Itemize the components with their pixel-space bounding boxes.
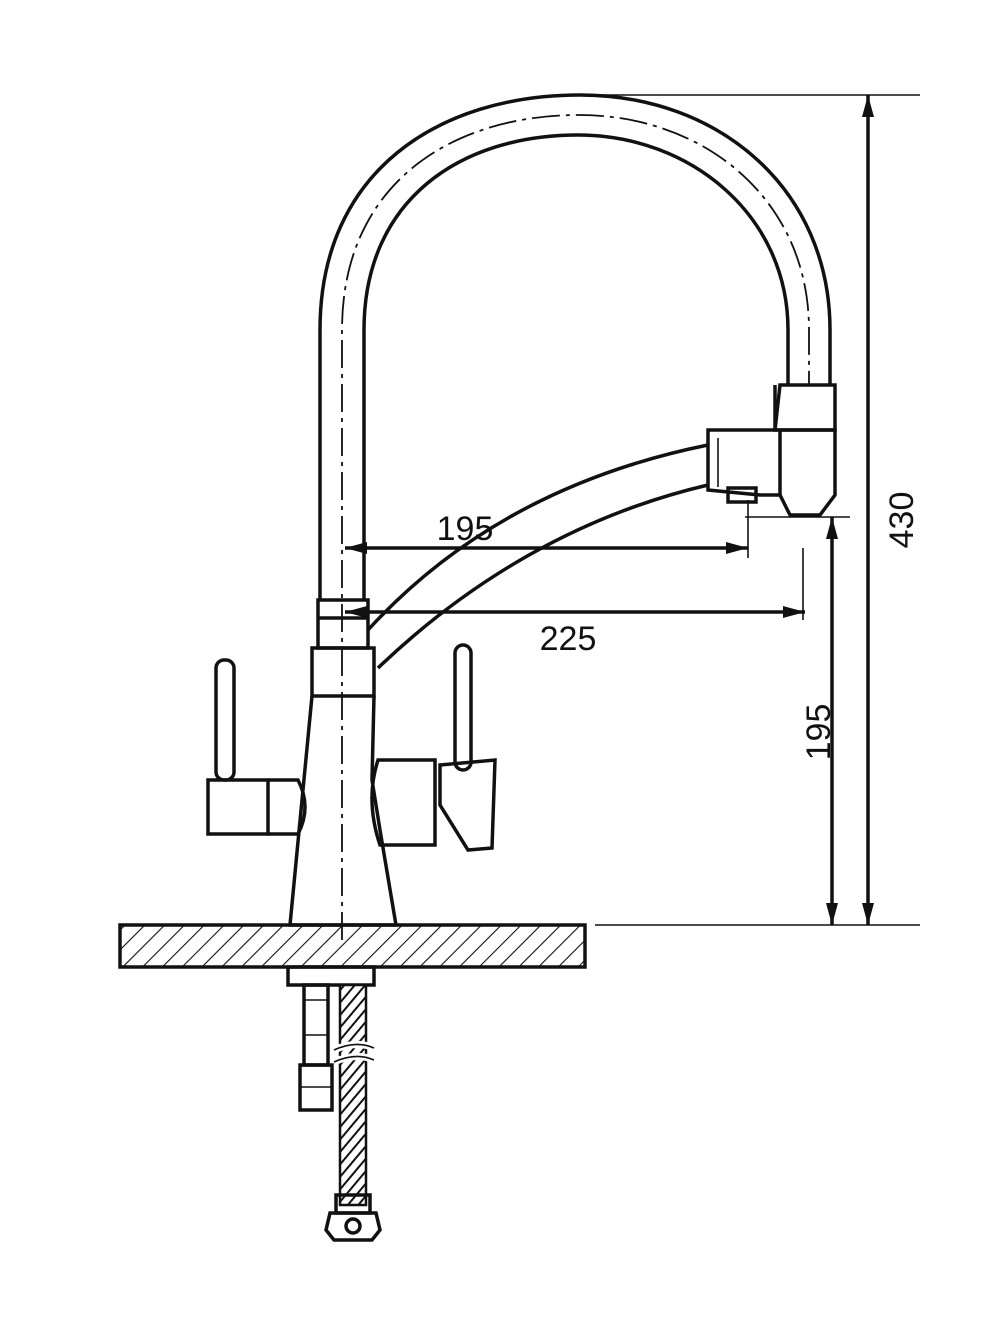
spout-head: [706, 383, 837, 517]
dim-spout-height: 195: [800, 704, 838, 761]
main-spout: [318, 93, 832, 940]
dim-spout-reach-main: 225: [540, 620, 597, 658]
filter-spout: [366, 443, 709, 670]
right-handle: [370, 643, 497, 852]
supply-hoses: [286, 965, 382, 1242]
dim-spout-reach-filter: 195: [437, 510, 494, 548]
countertop: [118, 923, 587, 969]
dim-total-height: 430: [883, 492, 921, 549]
faucet-body: [288, 598, 399, 927]
left-handle: [206, 658, 307, 836]
dimension-lines: [345, 94, 920, 926]
